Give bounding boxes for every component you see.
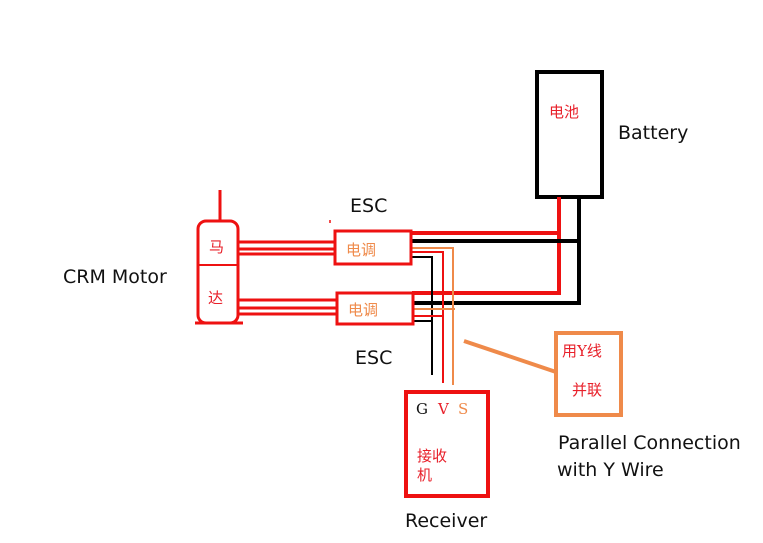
battery-box	[535, 70, 604, 199]
note-pointer-line	[463, 339, 557, 374]
esc-top-cn-label: 电调	[346, 241, 376, 259]
receiver-label: Receiver	[405, 510, 487, 532]
note-cn-line2: 并联	[572, 381, 602, 399]
motor-cn-top: 马	[209, 238, 224, 256]
motor-cn-bottom: 达	[208, 289, 223, 307]
esc-top: 电调	[333, 229, 413, 266]
receiver-pin-s: S	[458, 400, 468, 418]
motor: 马 达	[195, 190, 243, 325]
esc-bottom-cn-label: 电调	[348, 301, 378, 319]
esc-top-label: ESC	[350, 195, 387, 217]
receiver-pin-v: V	[437, 400, 450, 418]
receiver-box	[404, 390, 490, 498]
receiver-cn-line1: 接收	[417, 447, 447, 465]
note-cn-line1: 用Y线	[562, 342, 602, 360]
note-en-line2: with Y Wire	[557, 459, 664, 481]
note-en-line1: Parallel Connection	[558, 432, 741, 454]
receiver: G V S 接收 机	[404, 390, 490, 498]
battery: 电池	[535, 70, 604, 199]
esc-bottom-box	[335, 291, 415, 326]
esc-bottom: 电调	[335, 291, 415, 326]
esc-top-signal-black	[411, 256, 433, 375]
receiver-cn-line2: 机	[417, 466, 432, 484]
y-wire-note: 用Y线 并联	[554, 331, 623, 417]
battery-label: Battery	[618, 122, 688, 144]
esc-bottom-label: ESC	[355, 347, 392, 369]
receiver-pin-g: G	[416, 400, 428, 418]
motor-box	[196, 219, 240, 325]
note-box	[554, 331, 623, 417]
esc-top-signal-red	[411, 251, 444, 383]
battery-cn-label: 电池	[549, 103, 579, 121]
esc-top-box	[333, 229, 413, 266]
esc-top-signal-orange	[411, 247, 454, 385]
motor-label: CRM Motor	[63, 266, 167, 288]
